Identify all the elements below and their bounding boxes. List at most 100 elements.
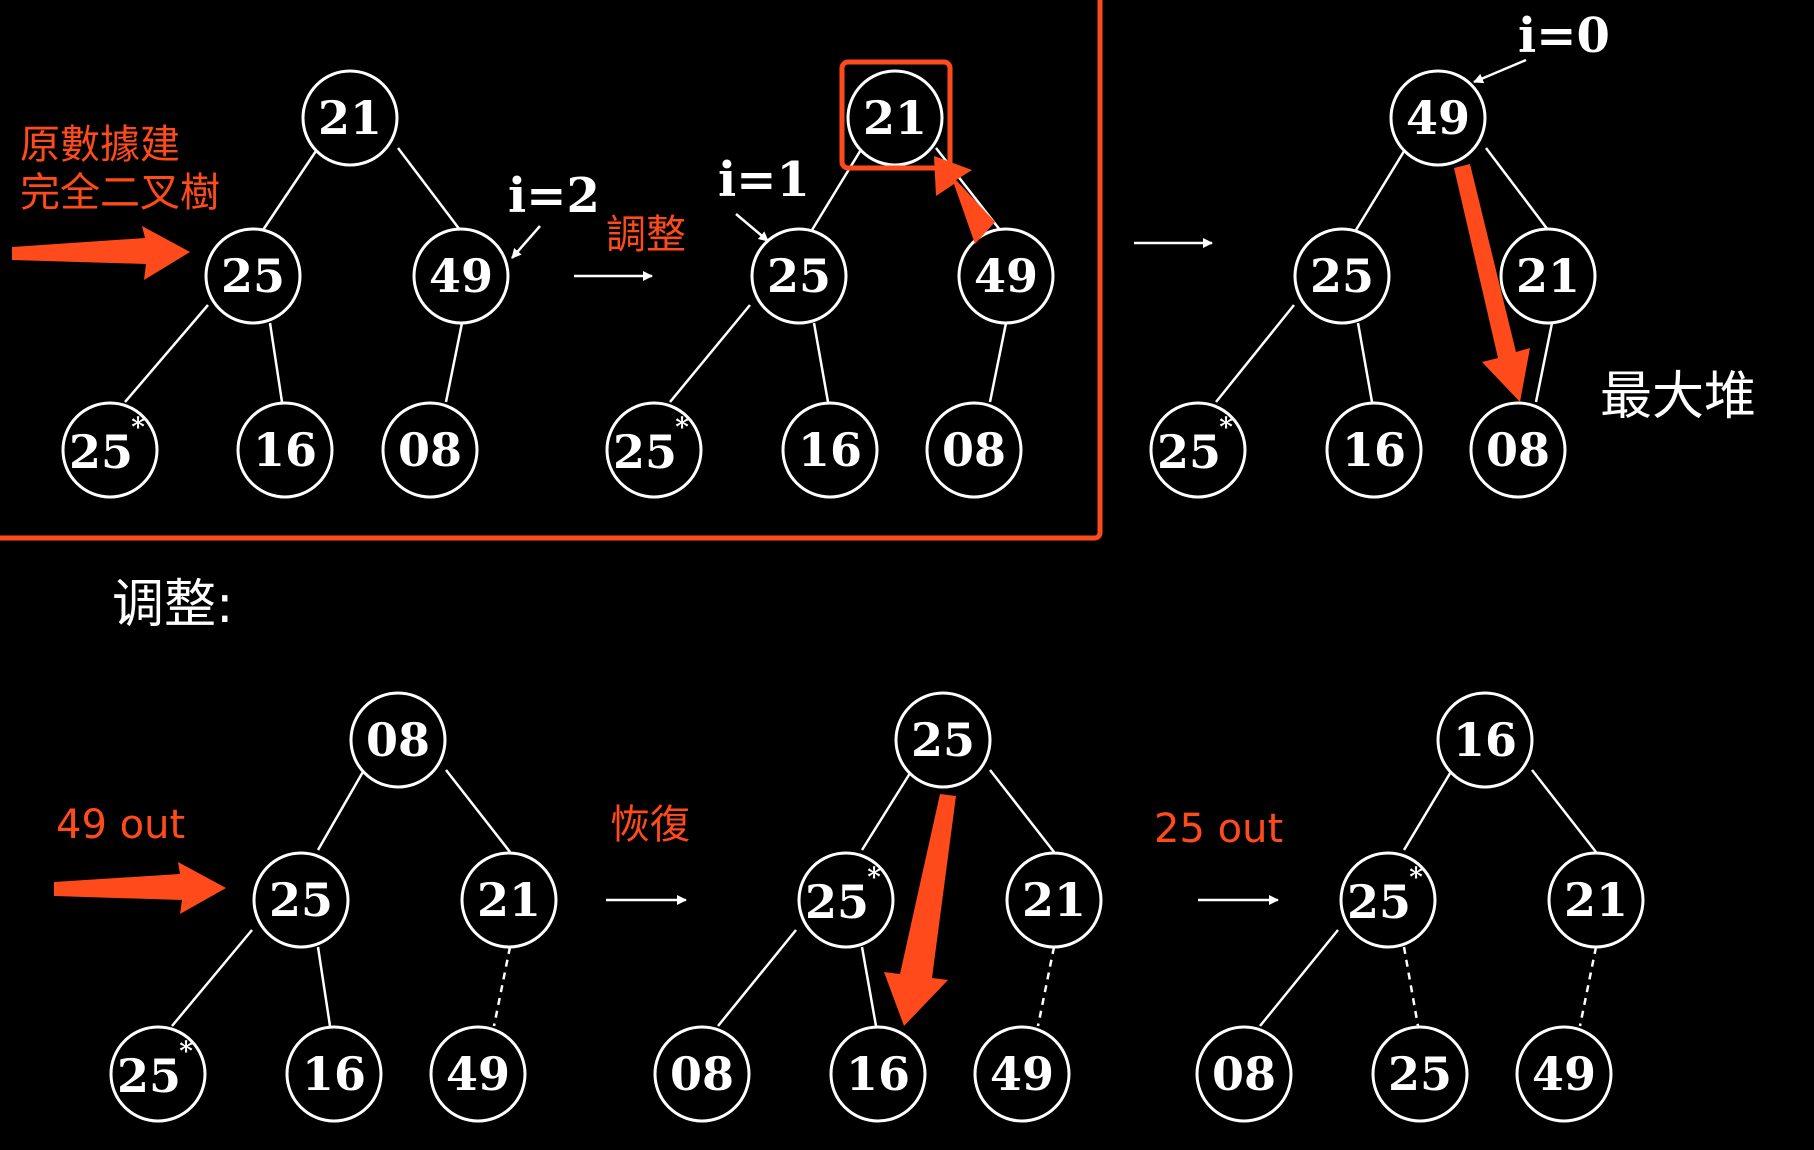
pointer-arrow-i1 [735,213,769,242]
max-heap-label: 最大堆 [1600,367,1756,427]
tree-restored: 25 25* 21 08 16 49 [653,691,1103,1123]
svg-text:25: 25 [117,1049,181,1103]
tree-node: 16 [829,1025,927,1123]
svg-text:25: 25 [269,873,333,927]
tree-node: 25 [252,851,350,949]
svg-text:49: 49 [1406,91,1470,145]
svg-text:25: 25 [1310,249,1374,303]
tree-node: 16 [285,1025,383,1123]
adjust-label-red: 調整 [606,212,686,258]
svg-text:49: 49 [429,249,493,303]
red-arrow-swap-up [934,156,995,244]
svg-text:*: * [867,863,881,893]
restore-label: 恢復 [610,802,690,848]
svg-text:*: * [1409,863,1423,893]
tree-node: 16 [1436,691,1534,789]
svg-text:49: 49 [446,1047,510,1101]
svg-text:25: 25 [1157,425,1221,479]
svg-text:16: 16 [798,423,862,477]
tree-node: 25 [1293,227,1391,325]
svg-text:16: 16 [302,1047,366,1101]
red-arrow-build [12,226,190,280]
pointer-arrow-i2 [511,225,541,259]
tree-node: 25* [109,1025,207,1123]
tree-node: 25 [750,227,848,325]
tree-node: 16 [236,401,334,499]
svg-text:08: 08 [670,1047,734,1101]
tree-after-49-out: 08 25 21 25* 16 49 [109,691,558,1123]
svg-text:25: 25 [1388,1047,1452,1101]
tree-node: 21 [301,69,399,167]
red-arrow-49-out [54,862,226,914]
tree-node: 08 [1469,401,1567,499]
tree-node: 21 [1547,851,1645,949]
tree-node: 16 [1325,401,1423,499]
tree-node: 21 [1499,227,1597,325]
build-label-line2: 完全二叉樹 [20,170,220,216]
tree-node: 21 [846,69,944,167]
tree-node: 49 [429,1025,527,1123]
svg-text:08: 08 [942,423,1006,477]
svg-text:21: 21 [1516,249,1580,303]
tree-node: 25* [61,401,159,499]
svg-text:08: 08 [366,713,430,767]
out-25-label: 25 out [1154,806,1283,852]
tree-adjusting: 21 25 49 25* 16 08 [605,69,1055,499]
tree-node: 25 [894,691,992,789]
index-label-i0: i=0 [1518,8,1610,64]
svg-text:16: 16 [1342,423,1406,477]
svg-text:25: 25 [767,249,831,303]
tree-node: 49 [973,1025,1071,1123]
red-arrow-sift-down [1454,164,1530,402]
tree-node: 21 [460,851,558,949]
tree-node: 49 [957,227,1055,325]
tree-node: 49 [412,227,510,325]
tree-node: 08 [925,401,1023,499]
svg-text:*: * [1219,413,1233,443]
tree-after-25-out: 16 25* 21 08 25 49 [1195,691,1645,1123]
svg-text:25: 25 [805,875,869,929]
tree-node: 08 [1195,1025,1293,1123]
svg-text:08: 08 [1212,1047,1276,1101]
highlight-frame [0,0,1103,541]
tree-max-heap: 49 25 21 25* 16 08 [1149,69,1597,499]
highlight-box-root [839,59,953,171]
index-label-i1: i=1 [718,152,810,208]
tree-node: 25 [204,227,302,325]
svg-text:16: 16 [1453,713,1517,767]
svg-text:21: 21 [318,91,382,145]
tree-node: 25 [1371,1025,1469,1123]
svg-text:08: 08 [1486,423,1550,477]
svg-text:08: 08 [398,423,462,477]
svg-text:16: 16 [846,1047,910,1101]
svg-text:*: * [131,413,145,443]
svg-text:25: 25 [69,425,133,479]
svg-text:21: 21 [1022,873,1086,927]
tree-initial: 21 25 49 25* 16 08 [61,69,510,499]
tree-node: 25* [605,401,703,499]
svg-text:25: 25 [221,249,285,303]
pointer-arrow-i0 [1473,58,1527,84]
tree-node: 25* [1149,401,1247,499]
svg-text:21: 21 [477,873,541,927]
svg-text:16: 16 [253,423,317,477]
tree-node: 49 [1389,69,1487,167]
svg-text:21: 21 [1564,873,1628,927]
svg-text:*: * [179,1037,193,1067]
tree-node: 25* [1339,851,1437,949]
tree-node: 16 [781,401,879,499]
tree-node: 25* [797,851,895,949]
index-label-i2: i=2 [508,168,600,224]
tree-node: 21 [1005,851,1103,949]
svg-text:49: 49 [974,249,1038,303]
tree-node: 08 [381,401,479,499]
tree-node: 08 [349,691,447,789]
tree-node: 49 [1515,1025,1613,1123]
red-arrow-restore-down [884,794,956,1026]
svg-text:25: 25 [1347,875,1411,929]
svg-text:*: * [675,413,689,443]
svg-text:49: 49 [990,1047,1054,1101]
out-49-label: 49 out [56,802,185,848]
tree-node: 08 [653,1025,751,1123]
